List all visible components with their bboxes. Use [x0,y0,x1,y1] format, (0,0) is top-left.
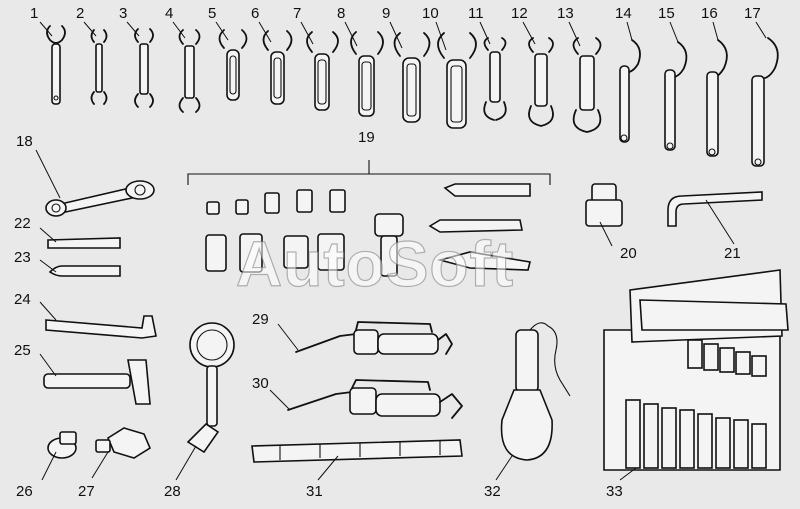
watermark-text: AutoSoft [236,228,514,300]
ruler-31 [251,439,463,463]
wrench-13 [572,37,602,133]
wrench-3 [134,28,154,108]
wrench-6 [262,30,293,105]
wrench-7 [306,31,339,111]
callout-20: 20 [620,245,637,262]
tool-22 [47,237,121,249]
valve-26 [47,431,77,459]
callout-8: 8 [337,5,345,22]
callout-15: 15 [658,5,675,22]
callout-32: 32 [484,483,501,500]
callout-28: 28 [164,483,181,500]
wrench-10 [437,32,477,129]
socket-set-19 [187,160,551,277]
wrench-8 [350,31,384,117]
nut-27 [95,427,152,459]
callout-5: 5 [208,5,216,22]
wrench-9 [393,32,431,123]
l-key-21 [667,191,763,227]
callout-14: 14 [615,5,632,22]
callout-4: 4 [165,5,173,22]
hook-spanner-14 [619,39,641,143]
tire-gauge-28 [186,322,235,454]
callout-29: 29 [252,311,269,328]
wrench-12 [528,37,554,127]
callout-6: 6 [251,5,259,22]
callout-26: 26 [16,483,33,500]
callout-30: 30 [252,375,269,392]
wrench-1 [46,25,66,105]
callout-31: 31 [306,483,323,500]
pry-bar-24 [45,315,157,339]
callout-labels: 1 2 3 4 5 6 7 8 9 10 11 12 13 14 15 16 1… [14,5,761,500]
callout-22: 22 [14,215,31,232]
callout-12: 12 [511,5,528,22]
tool-23 [48,265,121,277]
callout-1: 1 [30,5,38,22]
wrench-2 [90,29,108,105]
leader-lines [35,21,767,481]
callout-2: 2 [76,5,84,22]
callout-13: 13 [557,5,574,22]
callout-9: 9 [382,5,390,22]
callout-7: 7 [293,5,301,22]
tool-roll-33 [603,269,789,471]
callout-23: 23 [14,249,31,266]
callout-19: 19 [358,129,375,146]
wrench-4 [178,29,201,113]
callout-16: 16 [701,5,718,22]
wrench-5 [218,29,248,101]
wrench-11 [483,37,507,121]
callout-27: 27 [78,483,95,500]
callout-17: 17 [744,5,761,22]
grease-gun-29 [295,321,453,355]
inspection-lamp-32 [500,322,571,461]
hook-spanner-16 [706,39,728,157]
hammer-25 [43,359,151,405]
callout-11: 11 [468,5,484,22]
callout-3: 3 [119,5,127,22]
box-wrench-18 [45,180,155,217]
callout-10: 10 [422,5,439,22]
socket-20 [585,183,623,227]
grease-gun-30 [287,379,463,419]
callout-33: 33 [606,483,623,500]
callout-25: 25 [14,342,31,359]
hook-spanner-17 [751,37,779,167]
callout-18: 18 [16,133,33,150]
hook-spanner-15 [664,41,688,151]
callout-21: 21 [724,245,741,262]
callout-24: 24 [14,291,31,308]
